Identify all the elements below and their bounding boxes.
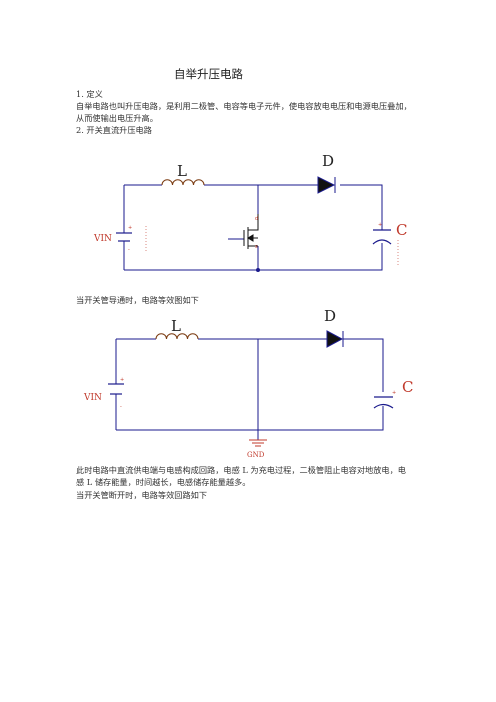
junction-node — [256, 268, 260, 272]
section1-heading: 1. 定义 — [76, 89, 103, 99]
page-title: 自举升压电路 — [174, 67, 243, 81]
label-vin: VIN — [93, 234, 112, 244]
section1-body-line2: 从而使输出电压升高。 — [76, 113, 158, 123]
label-inductor: L — [177, 162, 187, 180]
capacitor — [372, 229, 392, 245]
wire-top-right — [340, 184, 383, 230]
paragraph-line1: 此时电路中直流供电端与电感构成回路，电感 L 为充电过程，二极管阻止电容对地放电… — [76, 465, 406, 475]
caption-switch-on: 当开关管导通时，电路等效图如下 — [76, 295, 199, 305]
vin-plus: + — [128, 225, 132, 231]
section1-body-line1: 自举电路也叫升压电路，是利用二极管、电容等电子元件，使电容放电电压和电源电压叠加… — [76, 101, 412, 111]
vin-minus: - — [128, 247, 130, 253]
inductor-coil — [161, 179, 205, 186]
vin-source — [116, 232, 132, 242]
label-diode: D — [322, 152, 334, 170]
caption-switch-off: 当开关管断开时，电路等效回路如下 — [76, 490, 208, 500]
paragraph-line2: 感 L 储存能量，时间越长，电感储存能量越多。 — [76, 477, 251, 487]
diode — [317, 176, 336, 194]
section2-heading: 2. 开关直流升压电路 — [76, 125, 152, 135]
mosfet-switch — [243, 214, 259, 249]
svg-text:d: d — [255, 216, 258, 222]
svg-text:s: s — [255, 244, 258, 250]
wire-bottom — [124, 243, 383, 271]
cap-plus: + — [378, 222, 382, 228]
label-capacitor: C — [396, 221, 407, 239]
